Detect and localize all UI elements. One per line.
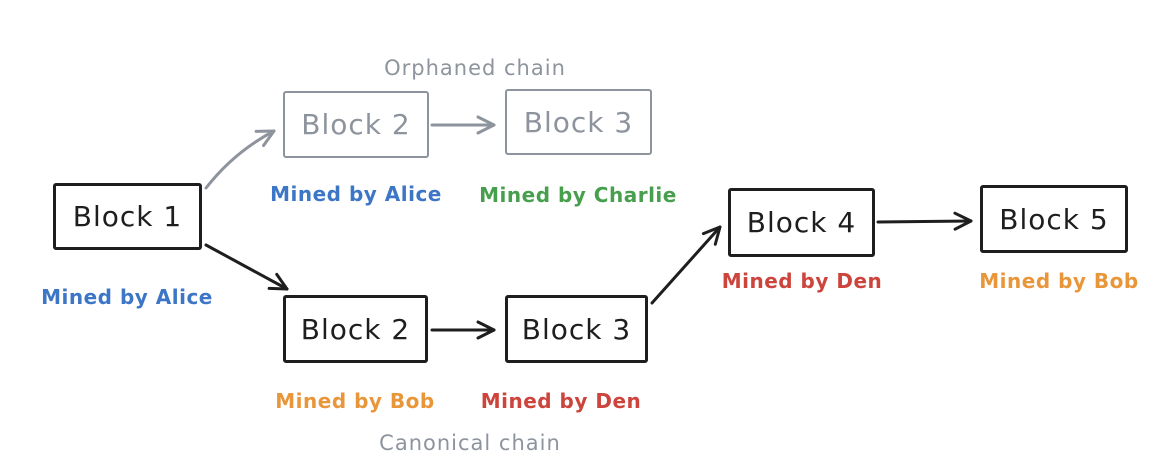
block-4-node: Block 4: [728, 188, 875, 257]
block-5-node: Block 5: [980, 185, 1128, 253]
arrow-block4-to-block5: [876, 211, 973, 231]
block-4-label: Block 4: [746, 206, 857, 239]
canon-block-2-node: Block 2: [283, 295, 428, 363]
orphaned-chain-label: Orphaned chain: [384, 56, 566, 80]
canon-block-2-miner-label: Mined by Bob: [275, 389, 435, 413]
block-1-miner-label: Mined by Alice: [41, 285, 213, 309]
canon-block-3-miner-label: Mined by Den: [480, 389, 642, 413]
canon-block-3-node: Block 3: [505, 295, 648, 363]
orphan-block-2-label: Block 2: [301, 108, 411, 141]
orphan-block-3-node: Block 3: [505, 89, 652, 155]
block-1-node: Block 1: [53, 183, 202, 250]
block-1-label: Block 1: [72, 200, 183, 233]
orphan-block-2-miner-label: Mined by Alice: [270, 182, 442, 206]
orphan-block-2-node: Block 2: [283, 91, 429, 158]
arrow-block1-to-canon-block2: [204, 243, 289, 291]
block-5-miner-label: Mined by Bob: [979, 269, 1139, 293]
canonical-chain-label: Canonical chain: [379, 431, 561, 455]
orphan-block-3-label: Block 3: [523, 105, 634, 139]
arrow-block1-to-orphan-block2: [204, 129, 276, 190]
block-5-label: Block 5: [999, 202, 1109, 236]
block-4-miner-label: Mined by Den: [721, 269, 883, 293]
orphan-block-3-miner-label: Mined by Charlie: [479, 183, 677, 207]
canon-block-3-label: Block 3: [521, 312, 632, 346]
canon-block-2-label: Block 2: [300, 312, 411, 346]
